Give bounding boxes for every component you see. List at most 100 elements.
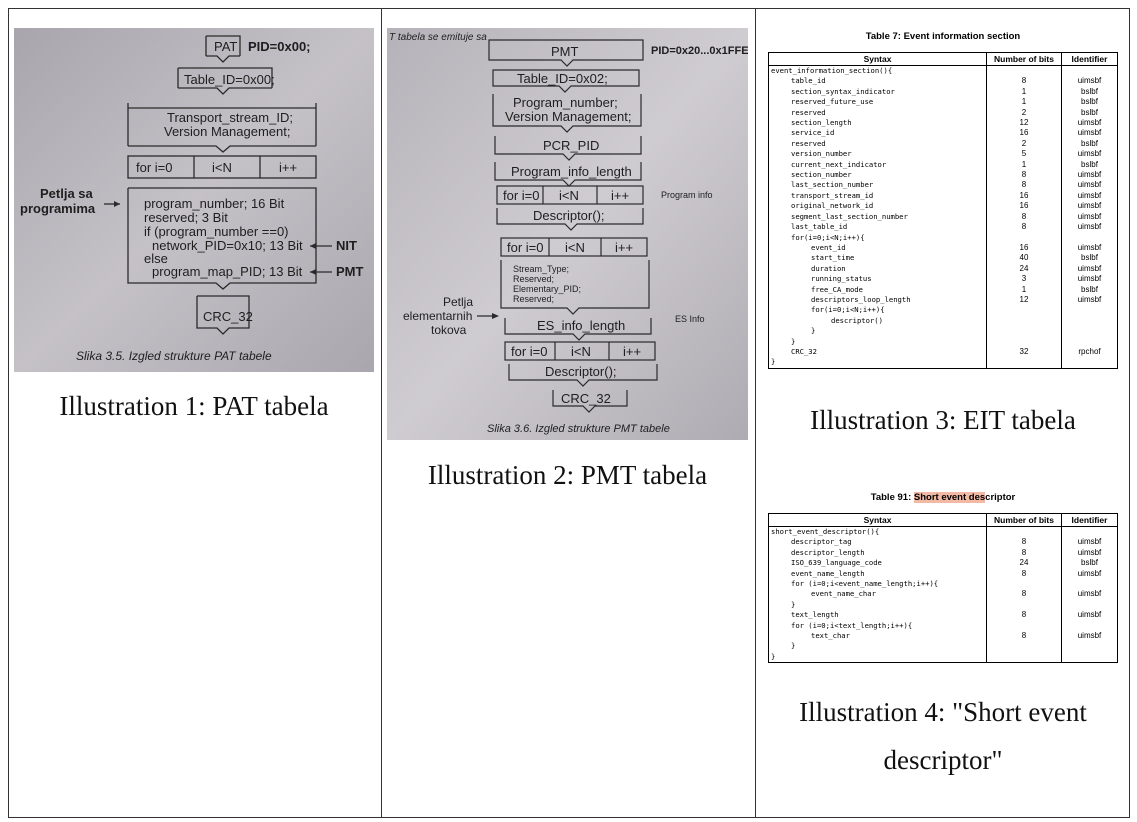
- pmt-loop-inc-1: i++: [611, 188, 629, 203]
- syntax-cell: version_number: [768, 149, 987, 160]
- syntax-cell: for (i=0;i<event_name_length;i++){: [768, 579, 987, 590]
- bits-cell: [986, 65, 1062, 77]
- syntax-cell: }: [768, 336, 987, 347]
- eit-table: Syntax Number of bits Identifier event_i…: [768, 52, 1118, 369]
- bits-cell: 12: [986, 294, 1062, 306]
- syntax-cell: current_next_indicator: [768, 159, 987, 171]
- syntax-cell: segment_last_section_number: [768, 211, 987, 223]
- table-row: }: [768, 651, 1118, 664]
- bits-cell: [986, 579, 1062, 590]
- identifier-cell: uimsbf: [1061, 180, 1118, 191]
- pmt-loop-inc-3: i++: [623, 344, 641, 359]
- syntax-cell: original_network_id: [768, 201, 987, 212]
- syntax-cell: section_length: [768, 118, 987, 129]
- table-row: for(i=0;i<N;i++){: [768, 305, 1118, 316]
- identifier-cell: uimsbf: [1061, 547, 1118, 559]
- syntax-cell: section_syntax_indicator: [768, 86, 987, 98]
- syntax-cell: CRC_32: [768, 346, 987, 358]
- syntax-cell: short_event_descriptor(){: [768, 526, 987, 538]
- pat-transport-line2: Version Management;: [164, 124, 290, 139]
- pmt-reserved-2: Reserved;: [513, 294, 554, 304]
- bits-cell: 32: [986, 346, 1062, 358]
- syntax-cell: last_table_id: [768, 222, 987, 233]
- syntax-cell: event_name_length: [768, 568, 987, 580]
- sed-table-title: Table 91: Short event descriptor: [768, 492, 1118, 503]
- column-header: Identifier: [1061, 513, 1118, 527]
- identifier-cell: uimsbf: [1061, 118, 1118, 129]
- pat-pmt-label: PMT: [336, 264, 364, 279]
- pat-body-line3: if (program_number ==0): [144, 224, 289, 239]
- pmt-top-text: T tabela se emituje sa: [389, 32, 487, 43]
- pmt-loop-init-2: for i=0: [507, 240, 544, 255]
- syntax-cell: descriptor(): [768, 315, 987, 327]
- pmt-descriptor-2: Descriptor();: [545, 364, 617, 379]
- eit-table-title: Table 7: Event information section: [865, 31, 1021, 42]
- syntax-cell: free_CA_mode: [768, 284, 987, 295]
- identifier-cell: uimsbf: [1061, 589, 1118, 600]
- pmt-program-info-length: Program_info_length: [511, 164, 632, 179]
- bits-cell: 8: [986, 180, 1062, 191]
- sed-table: Syntax Number of bits Identifier short_e…: [768, 513, 1118, 664]
- identifier-cell: bslbf: [1061, 558, 1118, 569]
- identifier-cell: uimsbf: [1061, 128, 1118, 139]
- identifier-cell: [1061, 620, 1118, 632]
- bits-cell: [986, 651, 1062, 664]
- column-header: Syntax: [768, 52, 987, 66]
- column-header: Number of bits: [986, 52, 1062, 66]
- pmt-crc: CRC_32: [561, 391, 611, 406]
- identifier-cell: [1061, 526, 1118, 538]
- syntax-cell: for(i=0;i<N;i++){: [768, 232, 987, 243]
- identifier-cell: uimsbf: [1061, 76, 1118, 87]
- pmt-loop-init-3: for i=0: [511, 344, 548, 359]
- bits-cell: 8: [986, 568, 1062, 580]
- pat-body-line4: network_PID=0x10; 13 Bit: [152, 238, 303, 253]
- bits-cell: 2: [986, 107, 1062, 119]
- table-row: descriptor(): [768, 315, 1118, 327]
- syntax-cell: service_id: [768, 128, 987, 139]
- pmt-descriptor-1: Descriptor();: [533, 208, 605, 223]
- identifier-cell: uimsbf: [1061, 294, 1118, 306]
- bits-cell: 24: [986, 558, 1062, 569]
- pat-body-line5: else: [144, 251, 168, 266]
- bits-cell: [986, 599, 1062, 611]
- bits-cell: 8: [986, 589, 1062, 600]
- bits-cell: 5: [986, 149, 1062, 160]
- syntax-cell: transport_stream_id: [768, 190, 987, 202]
- bits-cell: 40: [986, 253, 1062, 264]
- identifier-cell: uimsbf: [1061, 631, 1118, 642]
- identifier-cell: [1061, 305, 1118, 316]
- table-row: }: [768, 326, 1118, 337]
- identifier-cell: [1061, 336, 1118, 347]
- identifier-cell: uimsbf: [1061, 190, 1118, 202]
- pmt-table-id: Table_ID=0x02;: [517, 71, 608, 86]
- syntax-cell: reserved: [768, 107, 987, 119]
- identifier-cell: bslbf: [1061, 107, 1118, 119]
- identifier-cell: bslbf: [1061, 284, 1118, 295]
- pmt-pid: PID=0x20...0x1FFE;: [651, 45, 748, 57]
- syntax-cell: }: [768, 651, 987, 664]
- bits-cell: 1: [986, 284, 1062, 295]
- pmt-structure-photo: T tabela se emituje sa PMT PID=0x20...0x…: [387, 28, 748, 440]
- identifier-cell: [1061, 232, 1118, 243]
- identifier-cell: [1061, 315, 1118, 327]
- table-row: for(i=0;i<N;i++){: [768, 232, 1118, 243]
- bits-cell: 3: [986, 274, 1062, 285]
- syntax-cell: reserved: [768, 138, 987, 150]
- bits-cell: 1: [986, 86, 1062, 98]
- bits-cell: 8: [986, 631, 1062, 642]
- bits-cell: 16: [986, 190, 1062, 202]
- pmt-loop-inc-2: i++: [615, 240, 633, 255]
